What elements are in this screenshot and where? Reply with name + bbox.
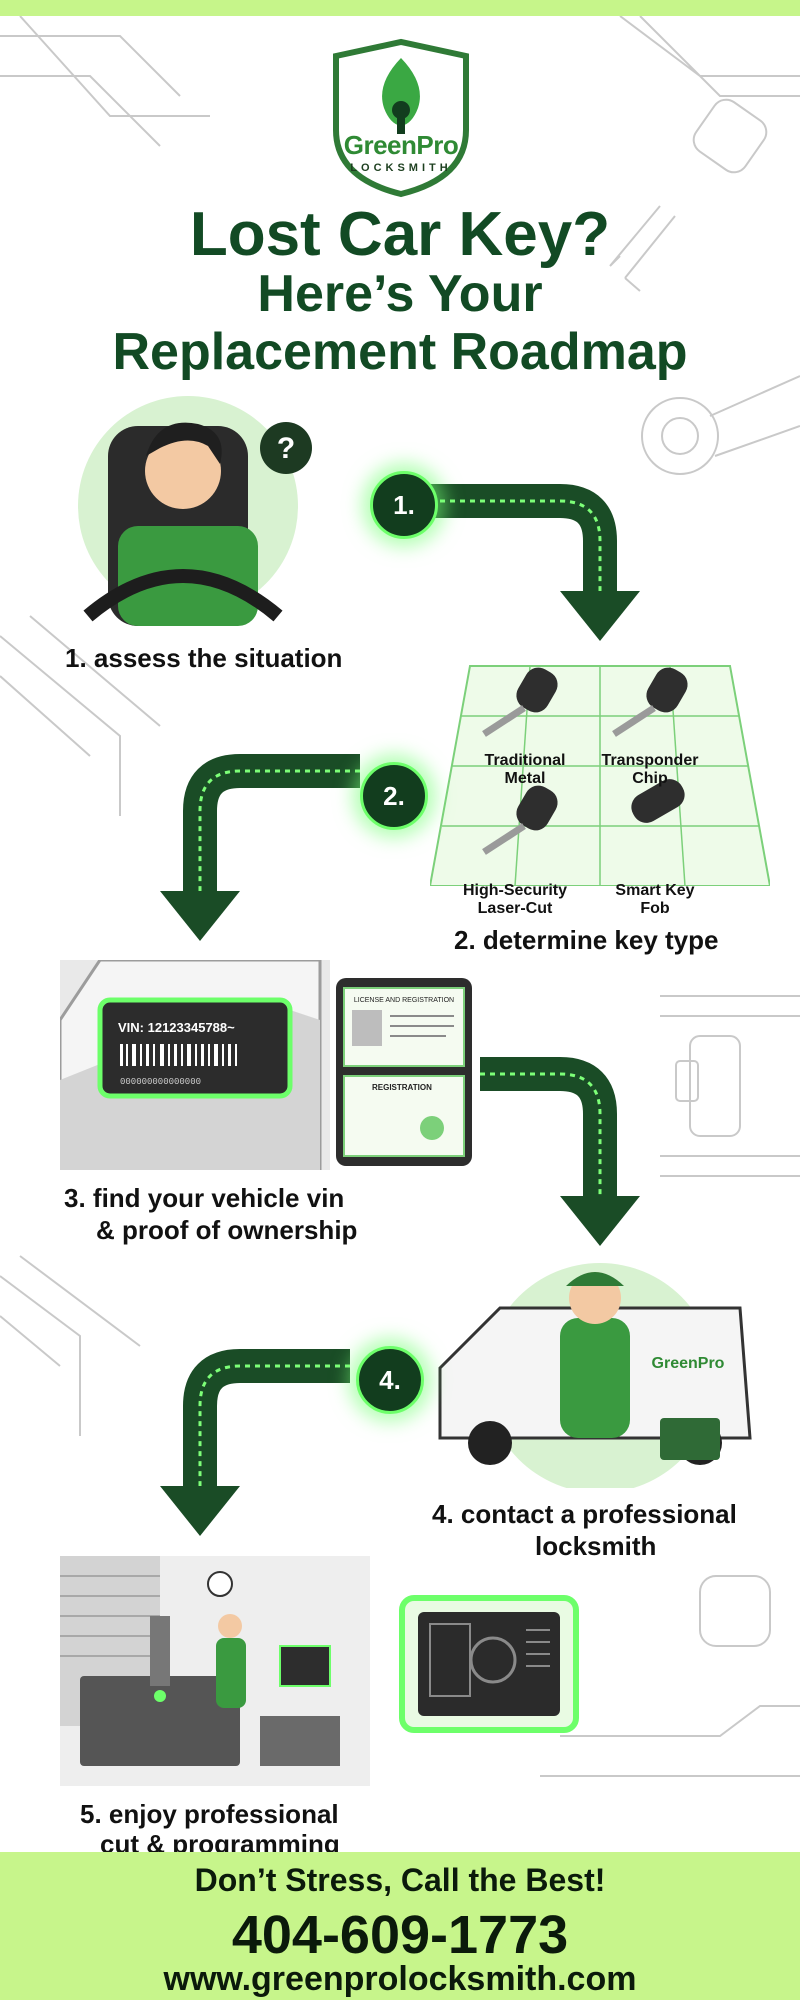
brand-subtitle: LOCKSMITH (350, 162, 452, 174)
key-type-grid (430, 665, 770, 886)
background-key-lineart (0, 16, 800, 1777)
title-line-3: Replacement Roadmap (112, 323, 688, 381)
title-line-1: Lost Car Key? (189, 200, 611, 269)
brand-name: GreenPro (343, 130, 459, 160)
footer-phone[interactable]: 404-609-1773 (231, 1905, 569, 1965)
step-1-label: 1. assess the situation (65, 643, 343, 673)
infographic-canvas: GreenPro LOCKSMITH Lost Car Key? Here’s … (0, 16, 800, 1852)
shield-logo-icon (333, 38, 469, 198)
worried-driver-illustration: ? (78, 396, 312, 626)
svg-text:GreenPro: GreenPro (652, 1355, 725, 1372)
vin-barcode-text: 000000000000000 (120, 1077, 201, 1087)
car-door-vin-illustration: VIN: 12123345788~ 000000000000000 (60, 960, 330, 1170)
step-3-label-line2: & proof of ownership (96, 1215, 358, 1245)
programming-monitor-icon (399, 1595, 579, 1733)
title-line-2: Here’s Your (257, 265, 543, 323)
document-license-title: LICENSE AND REGISTRATION (354, 997, 454, 1004)
footer-call-to-action: Don’t Stress, Call the Best! 404-609-177… (0, 1852, 800, 2000)
step-4-label-line1: 4. contact a professional (432, 1499, 737, 1529)
roadmap-arrows (160, 484, 640, 1536)
key-cutting-workshop-illustration (60, 1556, 370, 1786)
step-4-label-line2: locksmith (535, 1531, 657, 1561)
step-4-badge: 4. (356, 1346, 424, 1414)
top-accent-strip (0, 0, 800, 16)
brand-logo: GreenPro LOCKSMITH (326, 38, 476, 198)
footer-tagline: Don’t Stress, Call the Best! (194, 1862, 606, 1898)
registration-documents-illustration: LICENSE AND REGISTRATION REGISTRATION (336, 978, 472, 1166)
step-5-label-line2: cut & programming (100, 1829, 340, 1852)
step-3-label-line1: 3. find your vehicle vin (64, 1183, 345, 1213)
locksmith-van-illustration: GreenPro (438, 1263, 752, 1488)
step-2-label: 2. determine key type (454, 925, 719, 955)
svg-text:?: ? (277, 432, 295, 465)
step-5-label-line1: 5. enjoy professional (80, 1799, 339, 1829)
document-registration-title: REGISTRATION (372, 1083, 432, 1092)
vin-plate-text: VIN: 12123345788~ (118, 1020, 235, 1035)
footer-website[interactable]: www.greenprolocksmith.com (163, 1960, 637, 1998)
step-2-badge: 2. (360, 762, 428, 830)
step-1-badge: 1. (370, 471, 438, 539)
